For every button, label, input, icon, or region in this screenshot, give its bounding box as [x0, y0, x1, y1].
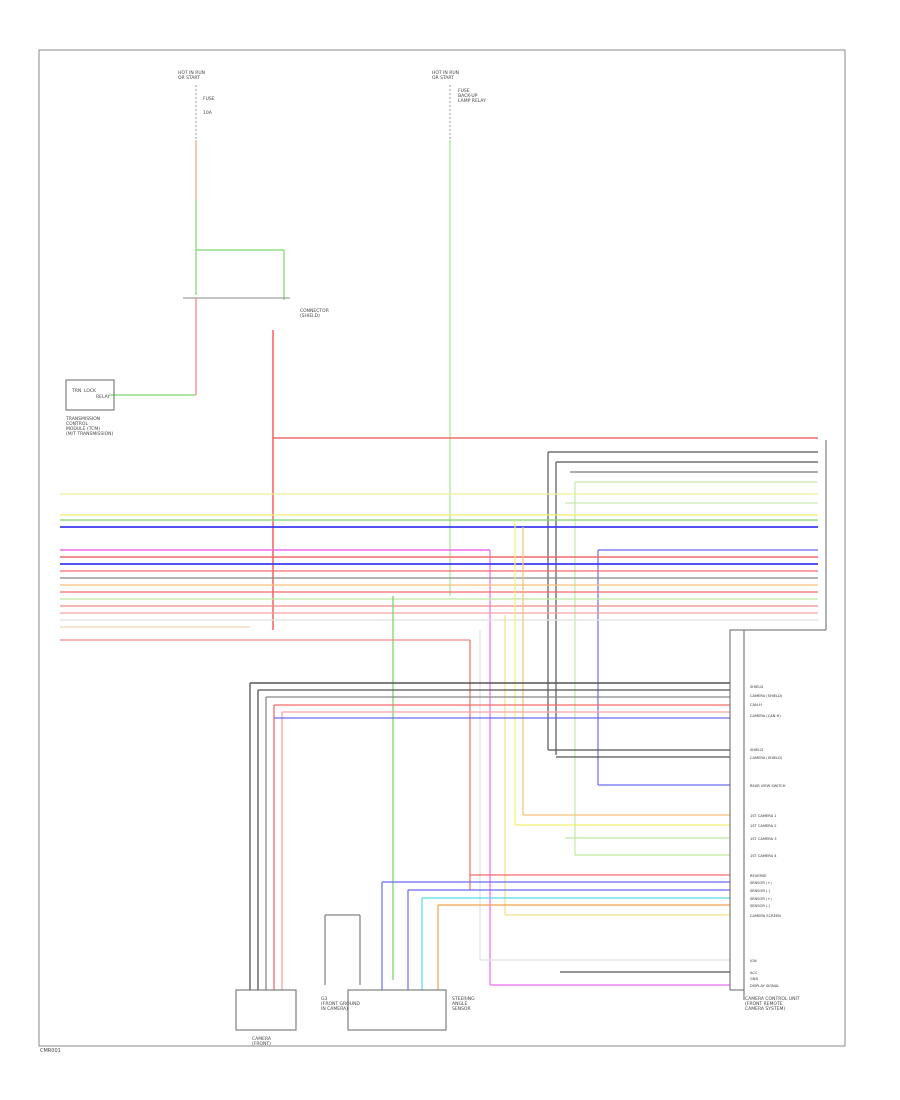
ecu-pin-10: 1ST CAMERA 4: [750, 854, 777, 858]
ecu-caption-3: CAMERA SYSTEM): [745, 1006, 785, 1012]
relay-caption-3: MODULE (TCM): [66, 426, 100, 432]
ecu-pin-8: 1ST CAMERA 2: [750, 824, 776, 828]
ecu-pin-9: 1ST CAMERA 3: [750, 837, 776, 841]
fuse-center-fuse-2: BACK-UP: [458, 93, 478, 99]
ecu-caption-2: (FRONT REMOTE: [745, 1001, 783, 1007]
relay-caption-2: CONTROL: [66, 421, 88, 427]
ecu-pin-17: IGN: [750, 959, 757, 963]
ecu-pin-5: CAMERA (SHIELD): [750, 756, 783, 760]
relay-caption-4: (M/T TRANSMISSION): [66, 431, 113, 437]
ecu-pin-4: SHIELD: [750, 748, 763, 752]
ecu-caption-1: CAMERA CONTROL UNIT: [745, 996, 800, 1002]
ecu-pin-18: ACC: [750, 971, 758, 975]
ecu-pin-19: GND: [750, 977, 758, 981]
camera-caption-1: CAMERA: [252, 1036, 272, 1042]
lower-wires: [381, 749, 730, 990]
fuse-left-fuse-2: 10A: [203, 110, 213, 116]
ecu-cable: [249, 682, 730, 990]
junction-label-1: CONNECTOR: [300, 308, 329, 314]
camera-caption-2: (FRONT): [252, 1041, 271, 1047]
diagram-frame: [38, 49, 846, 1047]
ecu-pin-11: REVERSE: [750, 874, 767, 878]
fuse-left-header-1: HOT IN RUN: [178, 70, 205, 76]
footer-code: CMR001: [40, 1048, 61, 1054]
fuse-center-header-1: HOT IN RUN: [432, 70, 459, 76]
svg-text:CAMERA(FRONT): CAMERA(FRONT): [252, 1036, 272, 1047]
ecu-pin-12: SENSOR (+): [750, 881, 772, 885]
ecu-pin-labels: SHIELD CAMERA (SHIELD) CAN-H CAMERA (CAN…: [750, 685, 786, 988]
ecu-pin-6: REAR VIEW SWITCH: [750, 784, 786, 788]
ecu-pin-13: SENSOR (-): [750, 889, 771, 893]
ecu-pin-3: CAMERA (CAN-H): [750, 714, 781, 718]
ecu-pin-1: CAMERA (SHIELD): [750, 694, 783, 698]
ecu-pin-20: DISPLAY SIGNAL: [750, 984, 779, 988]
ecu-pin-7: 1ST CAMERA 1: [750, 814, 776, 818]
ecu-pin-16: CAMERA SCREEN: [750, 914, 781, 918]
ground-caption-3: IN CAMERA): [321, 1006, 348, 1012]
junction-label-2: (SHIELD): [300, 313, 320, 319]
ground-caption-2: (FRONT GROUND: [321, 1001, 360, 1007]
ecu-pin-0: SHIELD: [750, 685, 763, 689]
vertical-drops: [60, 520, 524, 980]
sensor-caption-2: ANGLE: [452, 1001, 467, 1007]
fuse-center-fuse-1: FUSE: [458, 88, 470, 94]
relay-caption-1: TRANSMISSION: [65, 416, 100, 422]
relay-body-2: LOCK: [84, 388, 97, 394]
ecu-pin-14: SENSOR (+): [750, 897, 772, 901]
ecu-pin-15: SENSOR (-): [750, 904, 771, 908]
bus-wires: [60, 437, 818, 985]
sensor-caption-3: SENSOR: [452, 1006, 471, 1012]
relay-body-3: RELAY: [96, 394, 110, 400]
ecu-connector: [729, 440, 827, 1000]
ground-caption-1: G3: [321, 996, 327, 1002]
ecu-pin-2: CAN-H: [750, 703, 762, 707]
svg-text:CONNECTOR(SHIELD): CONNECTOR(SHIELD): [300, 308, 329, 319]
camera-block: CAMERA(FRONT): [235, 989, 297, 1047]
relay-body-1: TRN: [71, 388, 81, 394]
fuse-center-header-2: OR START: [432, 75, 454, 81]
sensor-caption-1: STEERING: [452, 996, 475, 1002]
fuse-left-fuse-1: FUSE: [203, 96, 215, 102]
fuse-center-fuse-3: LAMP RELAY: [458, 98, 486, 104]
fuse-left-header-2: OR START: [178, 75, 200, 81]
